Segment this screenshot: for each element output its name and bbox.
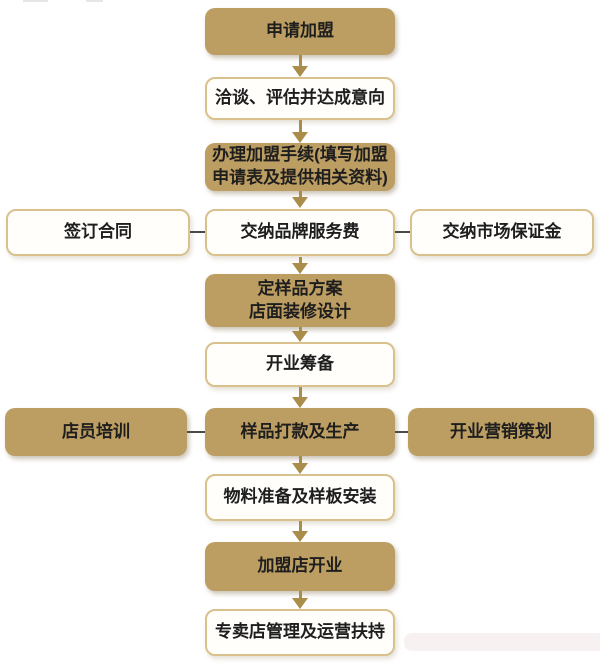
flow-node-sample-plan-decor: 定样品方案 店面装修设计 — [205, 274, 395, 327]
arrow-down-icon — [292, 120, 308, 143]
flow-node-label: 店员培训 — [62, 421, 130, 441]
connector-line — [395, 231, 410, 233]
flow-node-label: 办理加盟手续(填写加盟 申请表及提供相关资料) — [212, 145, 388, 187]
flow-node-label: 样品打款及生产 — [240, 421, 360, 441]
cropped-text-remnant — [23, 0, 48, 2]
flow-node-brand-service-fee: 交纳品牌服务费 — [205, 209, 395, 256]
arrow-down-icon — [292, 456, 308, 474]
watermark-band — [404, 633, 600, 651]
flow-node-management-support: 专卖店管理及运营扶持 — [205, 609, 395, 656]
flow-node-sign-contract: 签订合同 — [6, 209, 190, 256]
flow-node-materials-install: 物料准备及样板安装 — [205, 474, 395, 521]
arrow-down-icon — [292, 387, 308, 408]
flow-node-label: 洽谈、评估并达成意向 — [215, 88, 385, 108]
arrow-down-icon — [292, 55, 308, 77]
flow-node-apply-franchise: 申请加盟 — [205, 8, 395, 55]
flow-node-store-opening: 加盟店开业 — [205, 542, 395, 591]
flow-node-label: 交纳市场保证金 — [442, 222, 562, 242]
flow-node-market-deposit: 交纳市场保证金 — [410, 209, 594, 256]
connector-line — [395, 431, 408, 433]
cropped-text-remnant — [86, 0, 103, 2]
arrow-down-icon — [292, 521, 308, 542]
flow-node-negotiate-evaluate: 洽谈、评估并达成意向 — [205, 77, 395, 120]
arrow-down-icon — [292, 257, 308, 274]
flow-node-label: 加盟店开业 — [257, 556, 343, 576]
flow-node-label: 专卖店管理及运营扶持 — [215, 622, 385, 642]
flow-node-label: 物料准备及样板安装 — [223, 487, 377, 507]
flow-node-label: 交纳品牌服务费 — [240, 222, 360, 242]
flow-node-staff-training: 店员培训 — [5, 408, 187, 456]
flow-node-label: 申请加盟 — [266, 21, 334, 41]
connector-line — [190, 231, 205, 233]
connector-line — [187, 431, 205, 433]
flow-node-label: 签订合同 — [64, 222, 132, 242]
flow-node-sample-payment-production: 样品打款及生产 — [205, 408, 395, 456]
arrow-down-icon — [292, 191, 308, 208]
flow-node-opening-marketing: 开业营销策划 — [408, 408, 594, 456]
arrow-down-icon — [292, 327, 308, 342]
flow-node-formalities: 办理加盟手续(填写加盟 申请表及提供相关资料) — [205, 143, 395, 191]
arrow-down-icon — [292, 591, 308, 609]
flow-node-label: 开业营销策划 — [450, 421, 552, 441]
flow-node-opening-preparation: 开业筹备 — [205, 342, 395, 387]
flow-node-label: 定样品方案 店面装修设计 — [249, 278, 351, 321]
flow-node-label: 开业筹备 — [266, 354, 334, 374]
